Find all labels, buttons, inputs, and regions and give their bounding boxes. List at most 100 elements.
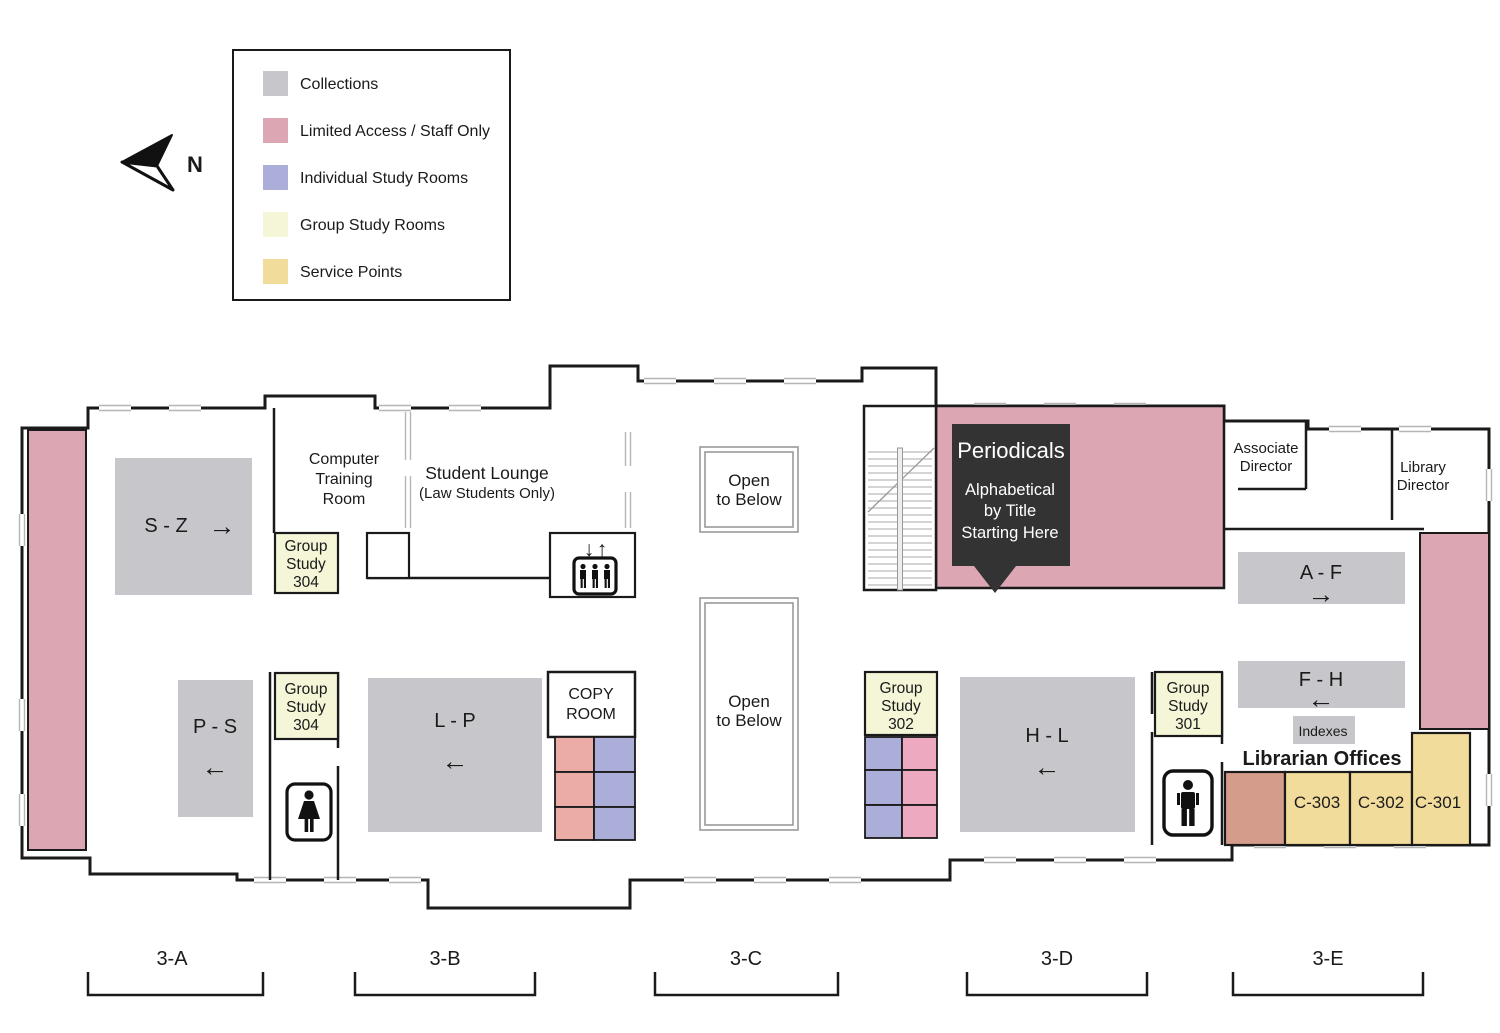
arrow-west-icon: ← bbox=[1034, 752, 1061, 782]
group-study-302-room bbox=[863, 670, 939, 737]
up-arrow-icon: ↑ bbox=[597, 538, 608, 561]
callout-title: Periodicals bbox=[957, 438, 1065, 463]
librarian-offices-label: Librarian Offices bbox=[1243, 748, 1402, 770]
room-label: 302 bbox=[888, 716, 914, 733]
room-label: Study bbox=[881, 698, 921, 715]
collection-lp bbox=[368, 678, 542, 832]
computer-training-label: Computer bbox=[309, 451, 380, 468]
elevator-people-icon bbox=[580, 563, 610, 588]
limited-access-cell bbox=[554, 806, 595, 841]
utility-room bbox=[365, 531, 411, 580]
individual-study-cell bbox=[864, 736, 903, 771]
room-label: 304 bbox=[293, 717, 319, 734]
stairwell bbox=[862, 404, 938, 592]
limited-access-area-west bbox=[27, 429, 87, 851]
group-study-301: Group Study 301 bbox=[1153, 670, 1224, 738]
room-label: Study bbox=[1168, 698, 1208, 715]
group-study-304-upper: Group Study 304 bbox=[273, 531, 340, 595]
room-label: Group bbox=[1166, 680, 1209, 697]
arrow-east-icon: → bbox=[1308, 579, 1335, 609]
copy-room: COPY ROOM bbox=[546, 670, 637, 739]
room-label: Group bbox=[879, 680, 922, 697]
arrow-west-icon: ← bbox=[442, 746, 469, 776]
room-label: ROOM bbox=[566, 706, 616, 723]
compass-north-label: N bbox=[187, 152, 203, 177]
individual-study-cell bbox=[593, 806, 636, 841]
legend-label: Individual Study Rooms bbox=[300, 170, 468, 187]
collection-fh bbox=[1238, 661, 1405, 708]
librarian-offices: Librarian Offices C-303 C-302 C-301 bbox=[1223, 731, 1472, 847]
limited-access-cell bbox=[901, 736, 938, 771]
office-c301 bbox=[1410, 731, 1472, 847]
compass-arrow-open bbox=[120, 160, 175, 192]
room-labels: Computer Training Room Student Lounge (L… bbox=[309, 440, 1449, 508]
railing-inner bbox=[704, 451, 794, 528]
limited-access-cell bbox=[901, 804, 938, 839]
down-arrow-icon: ↓ bbox=[584, 538, 595, 561]
open-below-label-1: Open bbox=[728, 471, 770, 490]
individual-study-cell bbox=[864, 769, 903, 806]
collection-lp-label: L - P bbox=[434, 710, 476, 732]
arrow-west-icon: ← bbox=[202, 752, 229, 782]
railing-outer bbox=[699, 597, 799, 831]
section-3e-label: 3-E bbox=[1312, 948, 1343, 970]
legend-swatch-service-points bbox=[263, 259, 288, 284]
collection-af bbox=[1238, 552, 1405, 604]
room-label: COPY bbox=[568, 686, 614, 703]
collection-hl-label: H - L bbox=[1025, 725, 1068, 747]
womens-restroom bbox=[285, 782, 333, 842]
indexes-label: Indexes bbox=[1298, 723, 1347, 739]
open-to-below-upper: Open to Below bbox=[699, 446, 799, 533]
railing-outer bbox=[699, 446, 799, 533]
open-below-label-2: to Below bbox=[716, 490, 782, 509]
callout-box bbox=[952, 424, 1070, 566]
section-3a-label: 3-A bbox=[156, 948, 188, 970]
office-c302 bbox=[1348, 770, 1414, 847]
collection-indexes bbox=[1293, 716, 1355, 744]
callout-line-1: Alphabetical bbox=[965, 481, 1055, 499]
room-label: Group bbox=[284, 681, 327, 698]
callout-line-2: by Title bbox=[984, 502, 1036, 520]
office-c303 bbox=[1283, 770, 1352, 847]
study-cell-block-west bbox=[554, 736, 636, 841]
collection-ps-label: P - S bbox=[193, 716, 237, 738]
library-director-label: Director bbox=[1397, 477, 1450, 494]
legend: Collections Limited Access / Staff Only … bbox=[232, 49, 511, 301]
section-3b-label: 3-B bbox=[429, 948, 460, 970]
section-3c-label: 3-C bbox=[730, 948, 762, 970]
callout-line-3: Starting Here bbox=[961, 524, 1058, 542]
open-below-label-1: Open bbox=[728, 692, 770, 711]
elevator: ↓ ↑ bbox=[548, 531, 637, 599]
mens-restroom bbox=[1162, 769, 1214, 837]
group-study-304-lower: Group Study 304 bbox=[273, 671, 340, 741]
office-c301-label: C-301 bbox=[1415, 793, 1461, 812]
compass: N bbox=[120, 134, 203, 192]
legend-label: Service Points bbox=[300, 264, 402, 281]
individual-study-cell bbox=[864, 804, 903, 839]
room-label: Study bbox=[286, 556, 326, 573]
section-markers: 3-A 3-B 3-C 3-D 3-E bbox=[86, 948, 1425, 997]
legend-swatch-individual-study bbox=[263, 165, 288, 190]
associate-director-label: Associate bbox=[1233, 440, 1298, 457]
open-below-label-2: to Below bbox=[716, 711, 782, 730]
limited-access-cell bbox=[554, 771, 595, 808]
section-brackets bbox=[86, 972, 1425, 997]
legend-label: Limited Access / Staff Only bbox=[300, 123, 490, 140]
limited-access-area-east bbox=[1419, 532, 1490, 730]
group-study-304-lower-room bbox=[273, 671, 340, 741]
mens-restroom-icon bbox=[1177, 780, 1199, 826]
room-label: 304 bbox=[293, 574, 319, 591]
computer-training-label: Training bbox=[315, 471, 372, 488]
collection-labels: S - Z → P - S ← L - P ← H - L ← A - F → … bbox=[144, 511, 1347, 782]
open-to-below-lower: Open to Below bbox=[699, 597, 799, 831]
room-label: Group bbox=[284, 538, 327, 555]
study-cell-block-east bbox=[864, 736, 938, 839]
section-3d-label: 3-D bbox=[1041, 948, 1073, 970]
student-lounge-sublabel: (Law Students Only) bbox=[419, 485, 555, 502]
stair-rail bbox=[897, 447, 903, 591]
window-panes bbox=[18, 377, 1493, 884]
collection-fh-label: F - H bbox=[1299, 669, 1343, 691]
office-c302-label: C-302 bbox=[1358, 793, 1404, 812]
periodicals-callout: Periodicals Alphabetical by Title Starti… bbox=[952, 424, 1070, 593]
copy-room-walls bbox=[546, 670, 637, 739]
